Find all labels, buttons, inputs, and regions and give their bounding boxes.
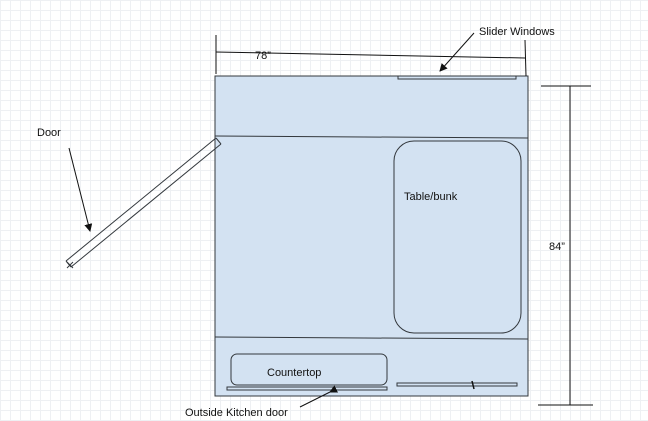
door-label: Door	[37, 127, 61, 139]
slider-windows-label: Slider Windows	[479, 26, 555, 38]
width-dimension-line	[215, 35, 527, 77]
outside-kitchen-door-label: Outside Kitchen door	[185, 407, 288, 419]
table-bunk-shape	[393, 140, 522, 334]
kitchen-door-track	[396, 382, 518, 387]
height-dimension-label: 84”	[549, 241, 565, 253]
bottom-divider	[214, 336, 529, 340]
countertop-shape	[230, 353, 388, 386]
countertop-label: Countertop	[267, 367, 322, 379]
door-shape	[65, 137, 222, 269]
slider-windows-arrow	[439, 32, 475, 72]
top-divider	[214, 135, 529, 139]
kitchen-door-tick	[471, 380, 475, 390]
table-bunk-label: Table/bunk	[404, 191, 458, 203]
height-dimension-line	[538, 85, 593, 406]
width-dimension-label: 78”	[255, 50, 271, 62]
countertop-base	[226, 386, 388, 391]
slider-windows-track	[397, 75, 517, 80]
door-arrow	[68, 147, 93, 232]
kitchen-door-arrow	[299, 385, 339, 408]
